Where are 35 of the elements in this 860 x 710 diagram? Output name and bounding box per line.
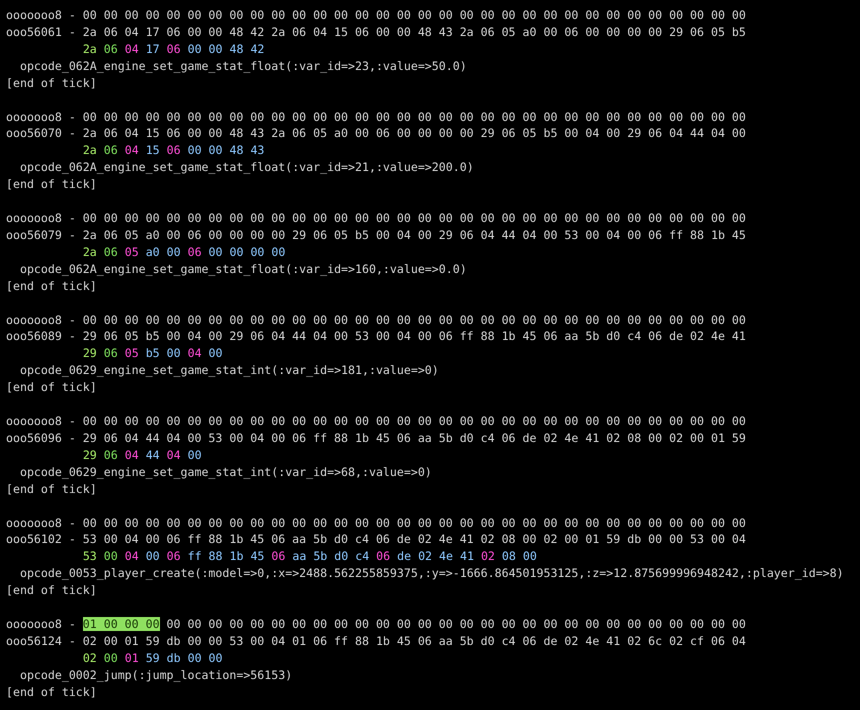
- decoded-bytes-row: 53 00 04 00 06 ff 88 1b 45 06 aa 5b d0 c4 06 de 02 4e 41 02 08 00: [82, 549, 537, 564]
- hex-dump-row: ooo56079 - 2a 06 05 a0 00 06 00 00 00 00 29 06 05 b5 00 04 00 29 06 04 44 04 00 53 00 04 00 06 ff 88 1b 45: [6, 228, 746, 243]
- end-of-tick-marker: [end of tick]: [6, 482, 97, 497]
- opcode-call-text: opcode_062A_engine_set_game_stat_float(:var_id=>21,:value=>200.0): [20, 160, 474, 176]
- opcode-call-text: opcode_062A_engine_set_game_stat_float(:var_id=>23,:value=>50.0): [20, 58, 467, 74]
- end-of-tick-marker: [end of tick]: [6, 76, 97, 91]
- opcode-call-text: opcode_0629_engine_set_game_stat_int(:var_id=>68,:value=>0): [20, 464, 432, 480]
- decoded-bytes-row: 02 00 01 59 db 00 00: [82, 650, 223, 666]
- hex-offset-row: ooooooo8 - 01 00 00 00 00 00 00 00 00 00 00 00 00 00 00 00 00 00 00 00 00 00 00 00 00 00 00 00 00 00 00 00: [6, 617, 746, 632]
- decoded-bytes-row: 29 06 05 b5 00 04 00: [82, 346, 223, 362]
- end-of-tick-marker: [end of tick]: [6, 583, 97, 598]
- end-of-tick-marker: [end of tick]: [6, 177, 97, 192]
- hex-offset-row: ooooooo8 - 00 00 00 00 00 00 00 00 00 00 00 00 00 00 00 00 00 00 00 00 00 00 00 00 00 00 00 00 00 00 00 00: [6, 211, 746, 226]
- opcode-call-text: opcode_0002_jump(:jump_location=>56153): [20, 668, 292, 683]
- hex-dump-row: ooo56089 - 29 06 05 b5 00 04 00 29 06 04 44 04 00 53 00 04 00 06 ff 88 1b 45 06 aa 5b d0 c4 06 de 02 4e 41: [6, 329, 746, 344]
- opcode-call-text: opcode_0629_engine_set_game_stat_int(:var_id=>181,:value=>0): [20, 363, 439, 378]
- hex-dump-row: ooo56124 - 02 00 01 59 db 00 00 53 00 04 01 06 ff 88 1b 45 06 aa 5b d0 c4 06 de 02 4e 41 02 6c 02 cf 06 04: [6, 634, 746, 649]
- end-of-tick-marker: [end of tick]: [6, 278, 97, 294]
- hex-offset-row: ooooooo8 - 00 00 00 00 00 00 00 00 00 00 00 00 00 00 00 00 00 00 00 00 00 00 00 00 00 00 00 00 00 00 00 00: [6, 516, 746, 530]
- end-of-tick-marker: [end of tick]: [6, 684, 97, 700]
- opcode-call-text: opcode_062A_engine_set_game_stat_float(:var_id=>160,:value=>0.0): [20, 262, 467, 277]
- decoded-bytes-row: 2a 06 05 a0 00 06 00 00 00 00: [82, 244, 286, 260]
- opcode-call-text: opcode_0053_player_create(:model=>0,:x=>2488.562255859375,:y=>-1666.864501953125,:z=>12.875699996948242,:player_id=>8): [20, 566, 844, 582]
- hex-dump-row: ooo56102 - 53 00 04 00 06 ff 88 1b 45 06 aa 5b d0 c4 06 de 02 4e 41 02 08 00 02 00 01 59 db 00 00 53 00 04: [6, 532, 746, 548]
- hex-dump-row: ooo56061 - 2a 06 04 17 06 00 00 48 42 2a 06 04 15 06 00 00 48 43 2a 06 05 a0 00 06 00 00 00 00 29 06 05 b5: [6, 24, 746, 40]
- hex-offset-row: ooooooo8 - 00 00 00 00 00 00 00 00 00 00 00 00 00 00 00 00 00 00 00 00 00 00 00 00 00 00 00 00 00 00 00 00: [6, 8, 746, 23]
- hex-dump-row: ooo56070 - 2a 06 04 15 06 00 00 48 43 2a 06 05 a0 00 06 00 00 00 00 29 06 05 b5 00 04 00 29 06 04 44 04 00: [6, 126, 746, 142]
- end-of-tick-marker: [end of tick]: [6, 380, 97, 396]
- decoded-bytes-row: 2a 06 04 15 06 00 00 48 43: [82, 143, 264, 158]
- decoded-bytes-row: 2a 06 04 17 06 00 00 48 42: [82, 42, 264, 57]
- hex-offset-row: ooooooo8 - 00 00 00 00 00 00 00 00 00 00 00 00 00 00 00 00 00 00 00 00 00 00 00 00 00 00 00 00 00 00 00 00: [6, 414, 746, 429]
- hex-dump-row: ooo56096 - 29 06 04 44 04 00 53 00 04 00 06 ff 88 1b 45 06 aa 5b d0 c4 06 de 02 4e 41 02 08 00 02 00 01 59: [6, 430, 746, 446]
- hex-offset-row: ooooooo8 - 00 00 00 00 00 00 00 00 00 00 00 00 00 00 00 00 00 00 00 00 00 00 00 00 00 00 00 00 00 00 00 00: [6, 110, 746, 124]
- decoded-bytes-row: 29 06 04 44 04 00: [82, 448, 202, 463]
- hex-offset-row: ooooooo8 - 00 00 00 00 00 00 00 00 00 00 00 00 00 00 00 00 00 00 00 00 00 00 00 00 00 00 00 00 00 00 00 00: [6, 312, 746, 328]
